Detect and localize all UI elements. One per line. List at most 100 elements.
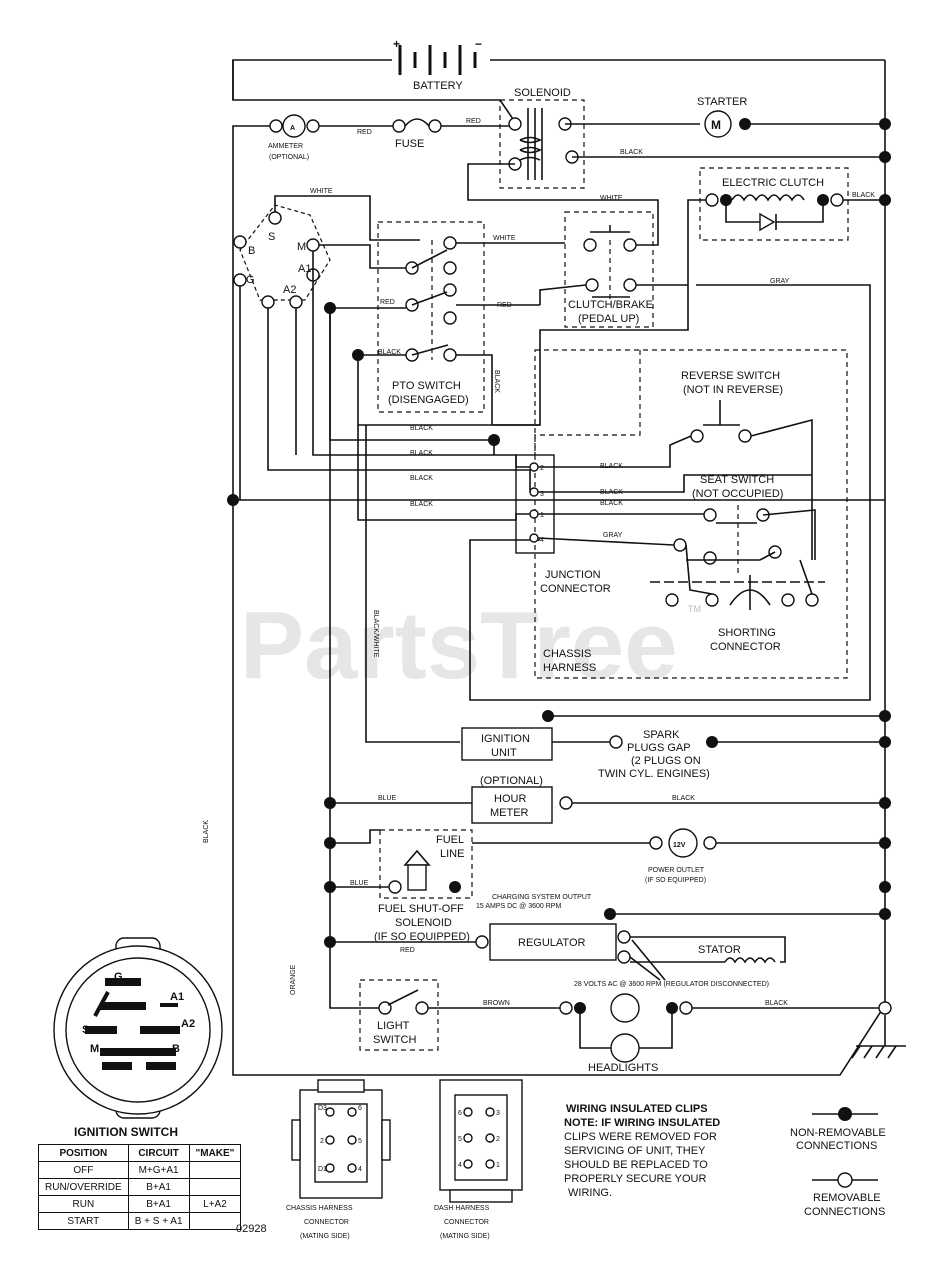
svg-text:4: 4 bbox=[358, 1166, 362, 1173]
ignition-table-header: POSITION CIRCUIT "MAKE" bbox=[38, 1144, 242, 1162]
svg-text:SWITCH: SWITCH bbox=[373, 1034, 416, 1046]
table-cell: L+A2 bbox=[188, 1195, 242, 1213]
svg-text:BLACK: BLACK bbox=[410, 450, 433, 457]
svg-text:WHITE: WHITE bbox=[600, 195, 623, 202]
hour-meter: (OPTIONAL) HOUR METER BLUE BLACK bbox=[324, 775, 885, 824]
regulator-stator: CHARGING SYSTEM OUTPUT 15 AMPS DC @ 3600… bbox=[324, 881, 891, 988]
svg-text:WIRING.: WIRING. bbox=[568, 1187, 612, 1199]
dash-harness-connector: 6 3 5 2 4 1 DASH HARNESS CONNECTOR (MATI… bbox=[434, 1079, 523, 1240]
svg-text:CONNECTOR: CONNECTOR bbox=[304, 1219, 349, 1226]
light-headlights: ORANGE LIGHT SWITCH BROWN BLACK HEADLIGH… bbox=[290, 308, 885, 1074]
svg-text:BLACK: BLACK bbox=[600, 500, 623, 507]
svg-text:B: B bbox=[172, 1043, 180, 1055]
fuel-and-outlet: FUEL LINE 12V POWER OUTLET (IF SO EQUIPP… bbox=[324, 828, 885, 943]
clutch-brake-state: (PEDAL UP) bbox=[578, 313, 639, 325]
harness-label: HARNESS bbox=[543, 662, 596, 674]
starter-label: STARTER bbox=[697, 96, 747, 108]
svg-text:CHARGING SYSTEM OUTPUT: CHARGING SYSTEM OUTPUT bbox=[492, 894, 592, 901]
svg-text:5: 5 bbox=[358, 1138, 362, 1145]
svg-text:FUEL: FUEL bbox=[436, 834, 464, 846]
svg-text:A2: A2 bbox=[181, 1018, 195, 1030]
svg-text:2: 2 bbox=[540, 465, 544, 472]
svg-text:ORANGE: ORANGE bbox=[290, 964, 297, 995]
svg-text:28 VOLTS AC @ 3600 RPM (REGULA: 28 VOLTS AC @ 3600 RPM (REGULATOR DISCON… bbox=[574, 981, 769, 988]
svg-text:STATOR: STATOR bbox=[698, 944, 741, 956]
svg-text:5: 5 bbox=[458, 1136, 462, 1143]
svg-text:CLIPS WERE REMOVED FOR: CLIPS WERE REMOVED FOR bbox=[564, 1131, 717, 1143]
wiring-clips-note: WIRING INSULATED CLIPS NOTE: IF WIRING I… bbox=[564, 1103, 720, 1199]
svg-text:WHITE: WHITE bbox=[310, 188, 333, 195]
svg-text:REMOVABLE: REMOVABLE bbox=[813, 1192, 881, 1204]
svg-text:CONNECTOR: CONNECTOR bbox=[444, 1219, 489, 1226]
svg-text:G: G bbox=[114, 971, 123, 983]
chassis-harness-connector: D3 6 2 5 D1 4 CHASSIS HARNESS CONNECTOR … bbox=[286, 1079, 391, 1240]
battery: + − BATTERY bbox=[232, 37, 885, 123]
table-cell: B+A1 bbox=[127, 1178, 190, 1196]
svg-text:1: 1 bbox=[496, 1162, 500, 1169]
svg-text:SERVICING OF UNIT, THEY: SERVICING OF UNIT, THEY bbox=[564, 1145, 706, 1157]
svg-text:METER: METER bbox=[490, 807, 529, 819]
svg-text:BLACK: BLACK bbox=[493, 370, 500, 393]
clutch-brake-label: CLUTCH/BRAKE bbox=[568, 299, 653, 311]
legend: NON-REMOVABLE CONNECTIONS REMOVABLE CONN… bbox=[790, 1107, 886, 1218]
svg-text:(IF SO EQUIPPED): (IF SO EQUIPPED) bbox=[645, 877, 706, 884]
table-row: RUN/OVERRIDE B+A1 bbox=[38, 1178, 242, 1196]
pto-switch: PTO SWITCH (DISENGAGED) WHITE RED RED BL… bbox=[319, 221, 565, 425]
svg-text:BLACK: BLACK bbox=[410, 475, 433, 482]
svg-text:BLACK: BLACK bbox=[410, 501, 433, 508]
svg-text:WIRING INSULATED CLIPS: WIRING INSULATED CLIPS bbox=[566, 1103, 708, 1115]
svg-text:GRAY: GRAY bbox=[603, 532, 623, 539]
svg-text:D3: D3 bbox=[318, 1105, 327, 1112]
table-cell: RUN bbox=[38, 1195, 129, 1213]
reverse-switch-label: REVERSE SWITCH bbox=[681, 370, 780, 382]
svg-text:3: 3 bbox=[496, 1110, 500, 1117]
svg-text:1: 1 bbox=[540, 512, 544, 519]
svg-text:NOTE: IF WIRING INSULATED: NOTE: IF WIRING INSULATED bbox=[564, 1117, 720, 1129]
table-cell: M+G+A1 bbox=[127, 1161, 190, 1179]
svg-text:A1: A1 bbox=[298, 263, 311, 275]
solenoid: SOLENOID BLACK bbox=[467, 87, 885, 246]
svg-text:REGULATOR: REGULATOR bbox=[518, 937, 585, 949]
table-cell: B + S + A1 bbox=[127, 1212, 190, 1230]
battery-plus: + bbox=[393, 37, 400, 51]
svg-text:BLUE: BLUE bbox=[378, 795, 397, 802]
svg-text:RED: RED bbox=[400, 947, 415, 954]
ignition-unit-label1: IGNITION bbox=[481, 733, 530, 745]
svg-text:15 AMPS DC @ 3600 RPM: 15 AMPS DC @ 3600 RPM bbox=[476, 903, 561, 910]
svg-text:HOUR: HOUR bbox=[494, 793, 526, 805]
bus-dots: BLACK bbox=[203, 118, 892, 1015]
svg-text:S: S bbox=[268, 231, 275, 243]
table-row: OFF M+G+A1 bbox=[38, 1161, 242, 1179]
svg-text:(MATING SIDE): (MATING SIDE) bbox=[300, 1233, 350, 1240]
ammeter-symbol: A bbox=[290, 125, 295, 132]
chassis-label: CHASSIS bbox=[543, 648, 591, 660]
svg-text:G: G bbox=[246, 274, 255, 286]
svg-text:4: 4 bbox=[540, 537, 544, 544]
junction-label: JUNCTION bbox=[545, 569, 601, 581]
ground-symbol bbox=[851, 1015, 906, 1059]
svg-text:PROPERLY SECURE YOUR: PROPERLY SECURE YOUR bbox=[564, 1173, 706, 1185]
ammeter-fuse: A RED RED AMMETER (OPTIONAL) FUSE bbox=[232, 114, 509, 250]
svg-text:A1: A1 bbox=[170, 991, 184, 1003]
starter: M STARTER bbox=[697, 96, 885, 138]
svg-text:HEADLIGHTS: HEADLIGHTS bbox=[588, 1062, 658, 1074]
ignition-switch-title: IGNITION SWITCH bbox=[74, 1125, 178, 1139]
battery-label: BATTERY bbox=[413, 80, 463, 92]
svg-text:GRAY: GRAY bbox=[770, 278, 790, 285]
table-cell: RUN/OVERRIDE bbox=[38, 1178, 129, 1196]
table-cell bbox=[188, 1161, 242, 1179]
svg-text:RED: RED bbox=[357, 129, 372, 136]
svg-text:A2: A2 bbox=[283, 284, 296, 296]
solenoid-label: SOLENOID bbox=[514, 87, 571, 99]
svg-text:BLACK/WHITE: BLACK/WHITE bbox=[372, 610, 379, 658]
svg-text:S: S bbox=[82, 1024, 89, 1036]
table-row: RUN B+A1 L+A2 bbox=[38, 1195, 242, 1213]
outlet-voltage: 12V bbox=[673, 842, 686, 849]
svg-text:POWER OUTLET: POWER OUTLET bbox=[648, 867, 705, 874]
table-header-cell: CIRCUIT bbox=[127, 1144, 190, 1162]
svg-text:LINE: LINE bbox=[440, 848, 464, 860]
table-cell: B+A1 bbox=[127, 1195, 190, 1213]
electric-clutch: ELECTRIC CLUTCH BLACK bbox=[687, 167, 885, 290]
svg-text:CONNECTIONS: CONNECTIONS bbox=[796, 1140, 877, 1152]
table-cell: START bbox=[38, 1212, 129, 1230]
